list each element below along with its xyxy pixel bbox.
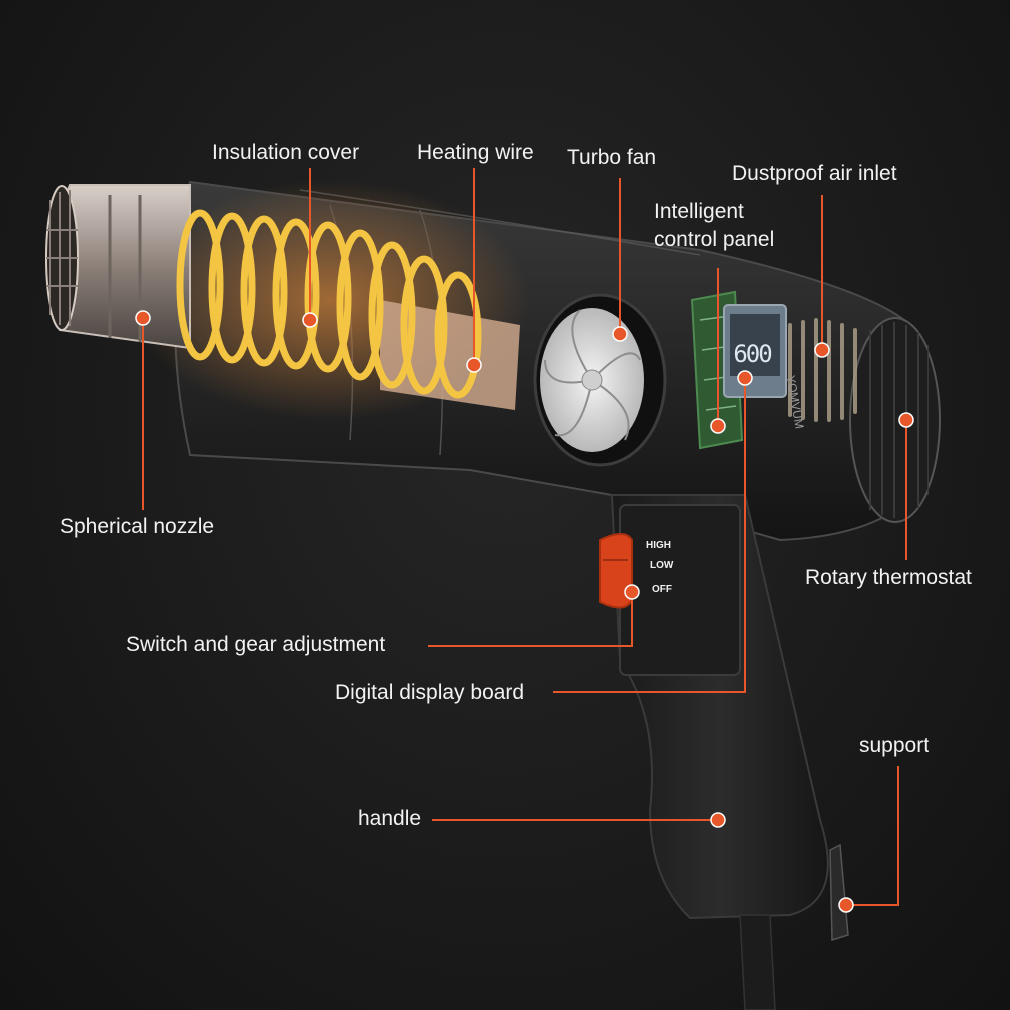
label-rotary-thermostat: Rotary thermostat [805, 566, 972, 589]
heating-coil [176, 209, 482, 399]
dot-support [838, 897, 854, 913]
switch-mark-off: OFF [652, 584, 672, 595]
label-heating-wire: Heating wire [417, 141, 534, 164]
dot-rotary-thermostat [898, 412, 914, 428]
turbo-fan-shape [533, 293, 667, 467]
dot-insulation-cover [302, 312, 318, 328]
switch-mark-high: HIGH [646, 540, 671, 551]
handle-shape [610, 494, 849, 1010]
dot-display-board [737, 370, 753, 386]
dot-handle [710, 812, 726, 828]
dot-switch [624, 584, 640, 600]
dot-control-panel [710, 418, 726, 434]
label-switch-and-gear-adjustment: Switch and gear adjustment [126, 633, 386, 656]
leader-dots [135, 310, 914, 913]
dot-heating-wire [466, 357, 482, 373]
label-support: support [859, 734, 930, 757]
switch-mark-low: LOW [650, 560, 674, 571]
dot-turbo-fan [612, 326, 628, 342]
dot-spherical-nozzle [135, 310, 151, 326]
label-dustproof-air-inlet: Dustproof air inlet [732, 162, 897, 185]
label-turbo-fan: Turbo fan [567, 146, 657, 169]
label-spherical-nozzle: Spherical nozzle [60, 515, 215, 538]
lcd-reading: 600 [733, 340, 772, 368]
air-inlet-fins [788, 318, 857, 422]
rotary-cap [849, 317, 941, 523]
nozzle-shape [45, 184, 191, 350]
label-insulation-cover: Insulation cover [212, 141, 360, 164]
dot-dustproof-air-inlet [814, 342, 830, 358]
label-control-panel-line2: control panel [654, 228, 775, 251]
label-handle: handle [358, 807, 422, 830]
leader-lines [142, 168, 907, 906]
label-control-panel-line1: Intelligent [654, 200, 744, 223]
label-digital-display-board: Digital display board [335, 681, 525, 704]
